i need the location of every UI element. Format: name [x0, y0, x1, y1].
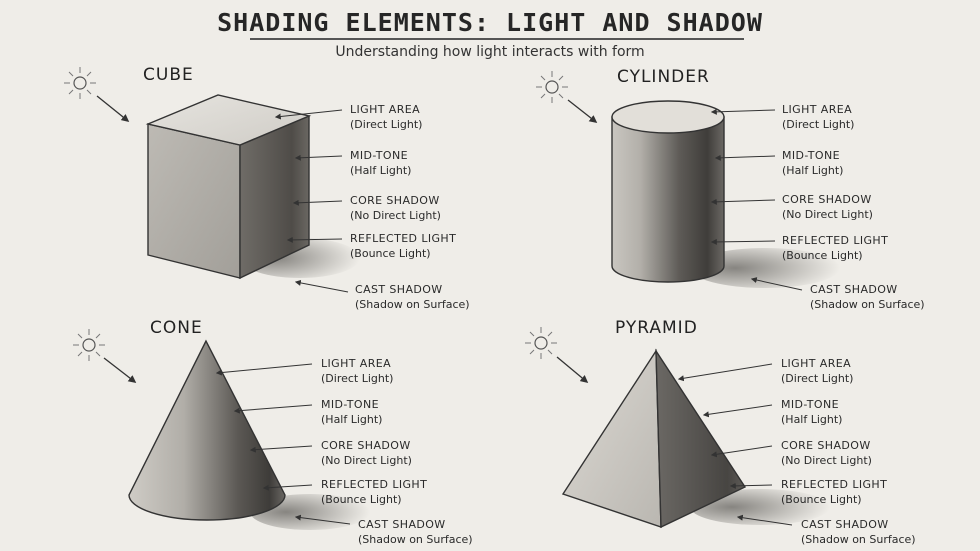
label-sub: (Bounce Light) — [782, 249, 863, 262]
light-direction-arrow-icon — [556, 356, 589, 383]
sun-icon — [535, 70, 569, 104]
label-main: LIGHT AREA — [321, 357, 392, 370]
cube-title: CUBE — [143, 65, 194, 85]
label-main: CAST SHADOW — [358, 518, 446, 531]
label-sub: (No Direct Light) — [782, 208, 873, 221]
label-sub: (Half Light) — [350, 164, 412, 177]
cylinder-title: CYLINDER — [617, 67, 710, 87]
label-sub: (Shadow on Surface) — [801, 533, 916, 546]
label-sub: (Shadow on Surface) — [358, 533, 473, 546]
label-main: CORE SHADOW — [781, 439, 871, 452]
cone-label-core-shadow: CORE SHADOW (No Direct Light) — [321, 438, 412, 468]
cylinder-drawing — [611, 100, 840, 288]
cube-label-reflected-light: REFLECTED LIGHT (Bounce Light) — [350, 231, 456, 261]
cone-label-reflected-light: REFLECTED LIGHT (Bounce Light) — [321, 477, 427, 507]
label-sub: (Half Light) — [781, 413, 843, 426]
cone-drawing — [128, 339, 370, 530]
cone-label-light-area: LIGHT AREA (Direct Light) — [321, 356, 393, 386]
light-direction-arrow-icon — [96, 95, 130, 122]
label-main: LIGHT AREA — [782, 103, 853, 116]
title-underline — [250, 38, 744, 40]
label-sub: (No Direct Light) — [321, 454, 412, 467]
pyramid-cast-shadow — [690, 489, 830, 525]
page-subtitle: Understanding how light interacts with f… — [335, 44, 645, 60]
light-direction-arrow-icon — [567, 99, 598, 123]
cube-leaders — [274, 109, 349, 293]
cylinder-cast-shadow — [690, 248, 840, 288]
label-sub: (Bounce Light) — [350, 247, 431, 260]
label-main: REFLECTED LIGHT — [782, 234, 889, 247]
light-direction-arrow-icon — [103, 357, 137, 383]
label-main: LIGHT AREA — [781, 357, 852, 370]
cube-drawing — [145, 94, 360, 280]
sun-icon — [72, 328, 106, 362]
label-main: CAST SHADOW — [801, 518, 889, 531]
label-sub: (Bounce Light) — [781, 493, 862, 506]
page-title: SHADING ELEMENTS: LIGHT AND SHADOW — [217, 8, 763, 37]
label-sub: (No Direct Light) — [781, 454, 872, 467]
label-sub: (Shadow on Surface) — [810, 298, 925, 311]
pyramid-label-mid-tone: MID-TONE (Half Light) — [781, 397, 842, 427]
label-main: REFLECTED LIGHT — [350, 232, 457, 245]
cylinder-label-core-shadow: CORE SHADOW (No Direct Light) — [782, 192, 873, 222]
label-main: CAST SHADOW — [810, 283, 898, 296]
label-sub: (Direct Light) — [782, 118, 855, 131]
pyramid-label-cast-shadow: CAST SHADOW (Shadow on Surface) — [801, 517, 916, 547]
pyramid-drawing — [561, 348, 830, 529]
label-sub: (Direct Light) — [321, 372, 394, 385]
label-main: CORE SHADOW — [350, 194, 440, 207]
label-sub: (Half Light) — [782, 164, 844, 177]
cone-label-cast-shadow: CAST SHADOW (Shadow on Surface) — [358, 517, 473, 547]
cube-label-cast-shadow: CAST SHADOW (Shadow on Surface) — [355, 282, 470, 312]
pyramid-title: PYRAMID — [615, 318, 698, 338]
label-main: MID-TONE — [350, 149, 408, 162]
label-main: CORE SHADOW — [782, 193, 872, 206]
label-main: REFLECTED LIGHT — [321, 478, 428, 491]
label-main: LIGHT AREA — [350, 103, 421, 116]
cylinder-label-reflected-light: REFLECTED LIGHT (Bounce Light) — [782, 233, 888, 263]
sun-icon — [524, 326, 558, 360]
label-main: REFLECTED LIGHT — [781, 478, 888, 491]
label-sub: (Bounce Light) — [321, 493, 402, 506]
cone-leaders — [215, 363, 351, 525]
sun-icon — [63, 66, 97, 100]
label-main: CORE SHADOW — [321, 439, 411, 452]
pyramid-label-core-shadow: CORE SHADOW (No Direct Light) — [781, 438, 872, 468]
pyramid-label-light-area: LIGHT AREA (Direct Light) — [781, 356, 853, 386]
label-main: CAST SHADOW — [355, 283, 443, 296]
pyramid-label-reflected-light: REFLECTED LIGHT (Bounce Light) — [781, 477, 887, 507]
cube-label-light-area: LIGHT AREA (Direct Light) — [350, 102, 422, 132]
pyramid-leaders — [677, 363, 793, 526]
label-main: MID-TONE — [321, 398, 379, 411]
cylinder-label-mid-tone: MID-TONE (Half Light) — [782, 148, 843, 178]
cube-label-mid-tone: MID-TONE (Half Light) — [350, 148, 411, 178]
label-sub: (Direct Light) — [781, 372, 854, 385]
label-sub: (Half Light) — [321, 413, 383, 426]
label-main: MID-TONE — [781, 398, 839, 411]
cube-label-core-shadow: CORE SHADOW (No Direct Light) — [350, 193, 441, 223]
cylinder-leaders — [710, 108, 803, 291]
cylinder-label-cast-shadow: CAST SHADOW (Shadow on Surface) — [810, 282, 925, 312]
label-sub: (No Direct Light) — [350, 209, 441, 222]
cone-title: CONE — [150, 318, 203, 338]
label-sub: (Direct Light) — [350, 118, 423, 131]
label-sub: (Shadow on Surface) — [355, 298, 470, 311]
cone-label-mid-tone: MID-TONE (Half Light) — [321, 397, 382, 427]
label-main: MID-TONE — [782, 149, 840, 162]
cylinder-label-light-area: LIGHT AREA (Direct Light) — [782, 102, 854, 132]
